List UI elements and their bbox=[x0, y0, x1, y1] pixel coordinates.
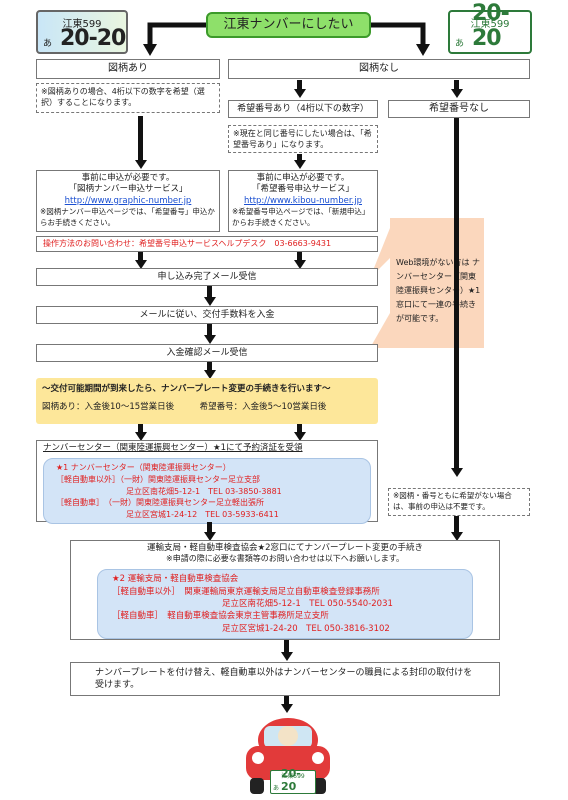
branch-design-no: 図柄なし bbox=[228, 59, 530, 79]
plate-number: 20-20 bbox=[60, 26, 126, 51]
number-center-info: ★1 ナンバーセンター（関東陸運振興センター） ［軽自動車以外］（一財）関東陸運… bbox=[43, 458, 371, 525]
car-illustration bbox=[246, 718, 330, 794]
design-note: ※図柄ありの場合、4桁以下の数字を希望（選択）することになります。 bbox=[36, 83, 220, 113]
transport-bureau-step: 運輸支局・軽自動車検査協会★2窓口にてナンバープレート変更の手続き ※申請の際に… bbox=[70, 540, 500, 640]
transport-bureau-info: ★2 運輸支局・軽自動車検査協会 ［軽自動車以外］ 関東運輸局東京運輸支局足立自… bbox=[97, 569, 473, 639]
top-branch-arrows bbox=[143, 22, 430, 56]
design-plate-image: 江東599 あ 20-20 bbox=[36, 10, 128, 54]
no-wish-down-line bbox=[454, 118, 459, 470]
plate-change-banner: ～交付可能期間が到来したら、ナンバープレート変更の手続きを行います～ 図柄あり：… bbox=[36, 378, 378, 424]
plate-number: 20-20 bbox=[472, 1, 510, 51]
design-apply-box: 事前に申込が必要です。 「図柄ナンバー申込サービス」 http://www.gr… bbox=[36, 170, 220, 232]
plate-top-text: 江東599 bbox=[281, 773, 305, 780]
plate-number: 20-20 bbox=[281, 767, 301, 793]
final-step: ナンバープレートを付け替え、軽自動車以外はナンバーセンターの職員による封印の取付… bbox=[70, 662, 500, 696]
wish-apply-box: 事前に申込が必要です。 「希望番号申込サービス」 http://www.kibo… bbox=[228, 170, 378, 232]
page-title: 江東ナンバーにしたい bbox=[206, 12, 371, 38]
wish-number-yes: 希望番号あり（4桁以下の数字） bbox=[228, 100, 378, 118]
wish-number-no: 希望番号なし bbox=[388, 100, 530, 118]
design-apply-link[interactable]: http://www.graphic-number.jp bbox=[64, 195, 192, 206]
no-wish-note: ※図柄・番号ともに希望がない場合は、事前の申込は不要です。 bbox=[388, 488, 530, 516]
branch-design-yes: 図柄あり bbox=[36, 59, 220, 79]
plain-plate-image: 江東599 あ 20-20 bbox=[448, 1, 532, 54]
step-payment-confirmed: 入金確認メール受信 bbox=[36, 344, 378, 362]
plate-kana: あ bbox=[455, 39, 465, 49]
web-callout: Web環境がない方は ナンバーセンター（関東陸運振興センター）★1窓口にて一連の… bbox=[396, 258, 481, 323]
plate-top-text: 江東599 bbox=[470, 19, 510, 30]
number-center-step: ナンバーセンター（関東陸運振興センター）★1にて予約済証を受領 ★1 ナンバーセ… bbox=[36, 440, 378, 525]
wish-yes-note: ※現在と同じ番号にしたい場合は、「希望番号あり」になります。 bbox=[228, 125, 378, 153]
step-pay-fee: メールに従い、交付手数料を入金 bbox=[36, 306, 378, 324]
step-mail-complete: 申し込み完了メール受信 bbox=[36, 268, 378, 286]
helpdesk-contact: 操作方法のお問い合わせ：希望番号申込サービスヘルプデスク 03-6663-943… bbox=[36, 236, 378, 252]
plate-kana: あ bbox=[273, 785, 280, 792]
wish-apply-link[interactable]: http://www.kibou-number.jp bbox=[243, 195, 362, 206]
plate-kana: あ bbox=[43, 39, 53, 49]
plate-top-text: 江東599 bbox=[62, 19, 102, 30]
car-number-plate: 江東599 あ 20-20 bbox=[270, 767, 316, 794]
